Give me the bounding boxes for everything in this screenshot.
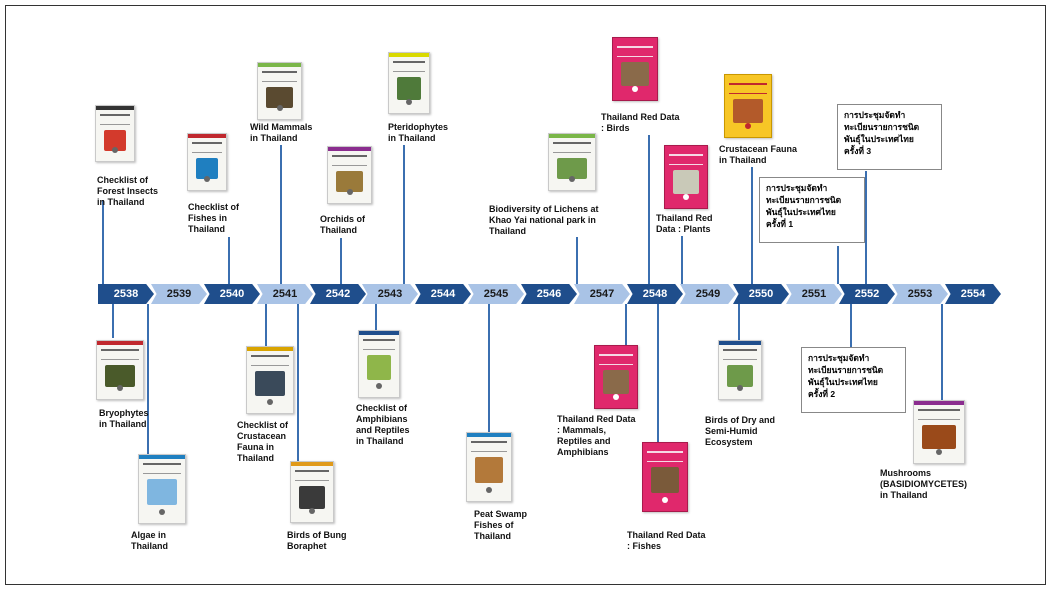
book-cover-red-data-birds [612,37,658,101]
book-cover-lichens [548,133,596,191]
book-cover-orchids [327,146,372,204]
connector [751,167,753,284]
year-2540: 2540 [204,284,260,304]
book-cover-red-data-mammals [594,345,638,409]
connector [681,236,683,284]
year-2544: 2544 [415,284,471,304]
label-red-data-fishes: Thailand Red Data : Fishes [627,530,706,551]
year-2553: 2553 [892,284,948,304]
book-cover-fishes [187,133,227,191]
book-cover-mushrooms [913,400,965,464]
year-2550: 2550 [733,284,789,304]
connector [850,304,852,347]
label-crustacean-checklist: Checklist of Crustacean Fauna in Thailan… [237,420,289,463]
connector [228,237,230,284]
book-cover-bryophytes [96,340,144,400]
connector [112,304,114,338]
book-cover-peat-swamp [466,432,512,502]
year-2541: 2541 [257,284,313,304]
label-peat-swamp: Peat Swamp Fishes of Thailand [474,509,528,541]
connector [488,304,490,432]
connector [738,304,740,340]
label-bung-boraphet: Birds of Bung Boraphet [287,530,347,551]
label-birds-dry: Birds of Dry and Semi-Humid Ecosystem [705,415,776,447]
note-meeting-1: การประชุมจัดทำ ทะเบียนรายการชนิด พันธุ์ใ… [759,177,865,243]
connector [147,304,149,454]
label-algae: Algae in Thailand [131,530,169,551]
connector [941,304,943,400]
connector [375,304,377,330]
connector [837,246,839,284]
label-wild-mammals: Wild Mammals in Thailand [250,122,313,143]
label-pteridophytes: Pteridophytes in Thailand [388,122,449,143]
connector [625,304,627,345]
book-cover-amphibians-reptiles [358,330,400,398]
connector [648,135,650,284]
connector [657,304,659,442]
connector [265,304,267,346]
book-cover-red-data-plants [664,145,708,209]
label-crustacean-fauna: Crustacean Fauna in Thailand [719,144,798,165]
year-2554: 2554 [945,284,1001,304]
label-forest-insects: Checklist of Forest Insects in Thailand [97,175,159,207]
label-mushrooms: Mushrooms (BASIDIOMYCETES) in Thailand [880,468,968,500]
note-meeting-2: การประชุมจัดทำ ทะเบียนรายการชนิด พันธุ์ใ… [801,347,906,413]
label-red-data-plants: Thailand Red Data : Plants [656,213,713,234]
book-cover-forest-insects [95,105,135,162]
year-2546: 2546 [521,284,577,304]
year-2549: 2549 [680,284,736,304]
connector [340,238,342,284]
label-bryophytes: Bryophytes in Thailand [99,408,149,429]
label-fishes: Checklist of Fishes in Thailand [188,202,240,234]
book-cover-algae [138,454,186,524]
year-2538: 2538 [98,284,154,304]
label-lichens: Biodiversity of Lichens at Khao Yai nati… [489,204,599,236]
book-cover-crustacean-checklist [246,346,294,414]
label-orchids: Orchids of Thailand [320,214,366,235]
book-cover-crustacean-fauna [724,74,772,138]
connector [280,145,282,284]
book-cover-bung-boraphet [290,461,334,523]
year-2551: 2551 [786,284,842,304]
book-cover-birds-dry [718,340,762,400]
connector [403,145,405,284]
year-2539: 2539 [151,284,207,304]
connector [576,237,578,284]
label-amphibians-reptiles: Checklist of Amphibians and Reptiles in … [356,403,410,446]
book-cover-red-data-fishes [642,442,688,512]
connector [297,304,299,461]
book-cover-wild-mammals [257,62,302,120]
year-2543: 2543 [362,284,418,304]
year-2545: 2545 [468,284,524,304]
label-red-data-mammals: Thailand Red Data : Mammals, Reptiles an… [557,414,636,457]
label-red-data-birds: Thailand Red Data : Birds [601,112,680,133]
year-2547: 2547 [574,284,630,304]
year-2552: 2552 [839,284,895,304]
connector [102,200,104,284]
year-2542: 2542 [310,284,366,304]
year-2548: 2548 [627,284,683,304]
note-meeting-3: การประชุมจัดทำ ทะเบียนรายการชนิด พันธุ์ใ… [837,104,942,170]
book-cover-pteridophytes [388,52,430,114]
connector [865,171,867,284]
